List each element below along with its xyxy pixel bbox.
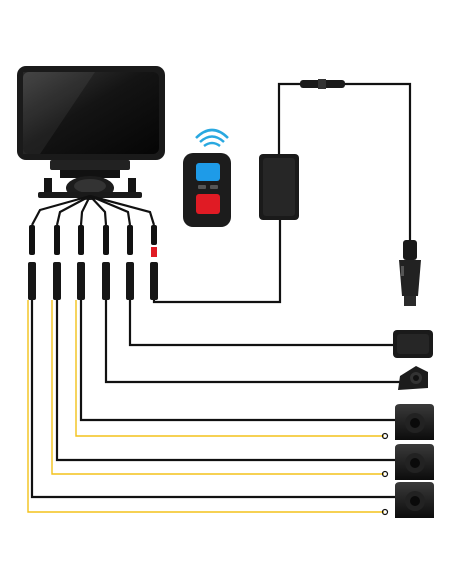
harness — [31, 194, 156, 226]
power-adapter — [259, 154, 299, 220]
front-camera — [398, 366, 428, 390]
gps-module — [393, 330, 433, 358]
lighter-plug — [399, 240, 421, 306]
side-camera-3 — [381, 482, 434, 518]
side-camera-2 — [381, 444, 434, 480]
trigger-wires — [27, 300, 384, 513]
power-cable — [152, 82, 412, 304]
monitor-mount — [38, 160, 142, 200]
connectors — [28, 225, 158, 300]
wireless-remote — [183, 128, 231, 227]
signal-icon — [195, 128, 229, 139]
camera-cables — [30, 300, 400, 499]
inline-connector — [300, 79, 345, 89]
side-camera-1 — [381, 404, 434, 440]
monitor — [17, 66, 165, 160]
